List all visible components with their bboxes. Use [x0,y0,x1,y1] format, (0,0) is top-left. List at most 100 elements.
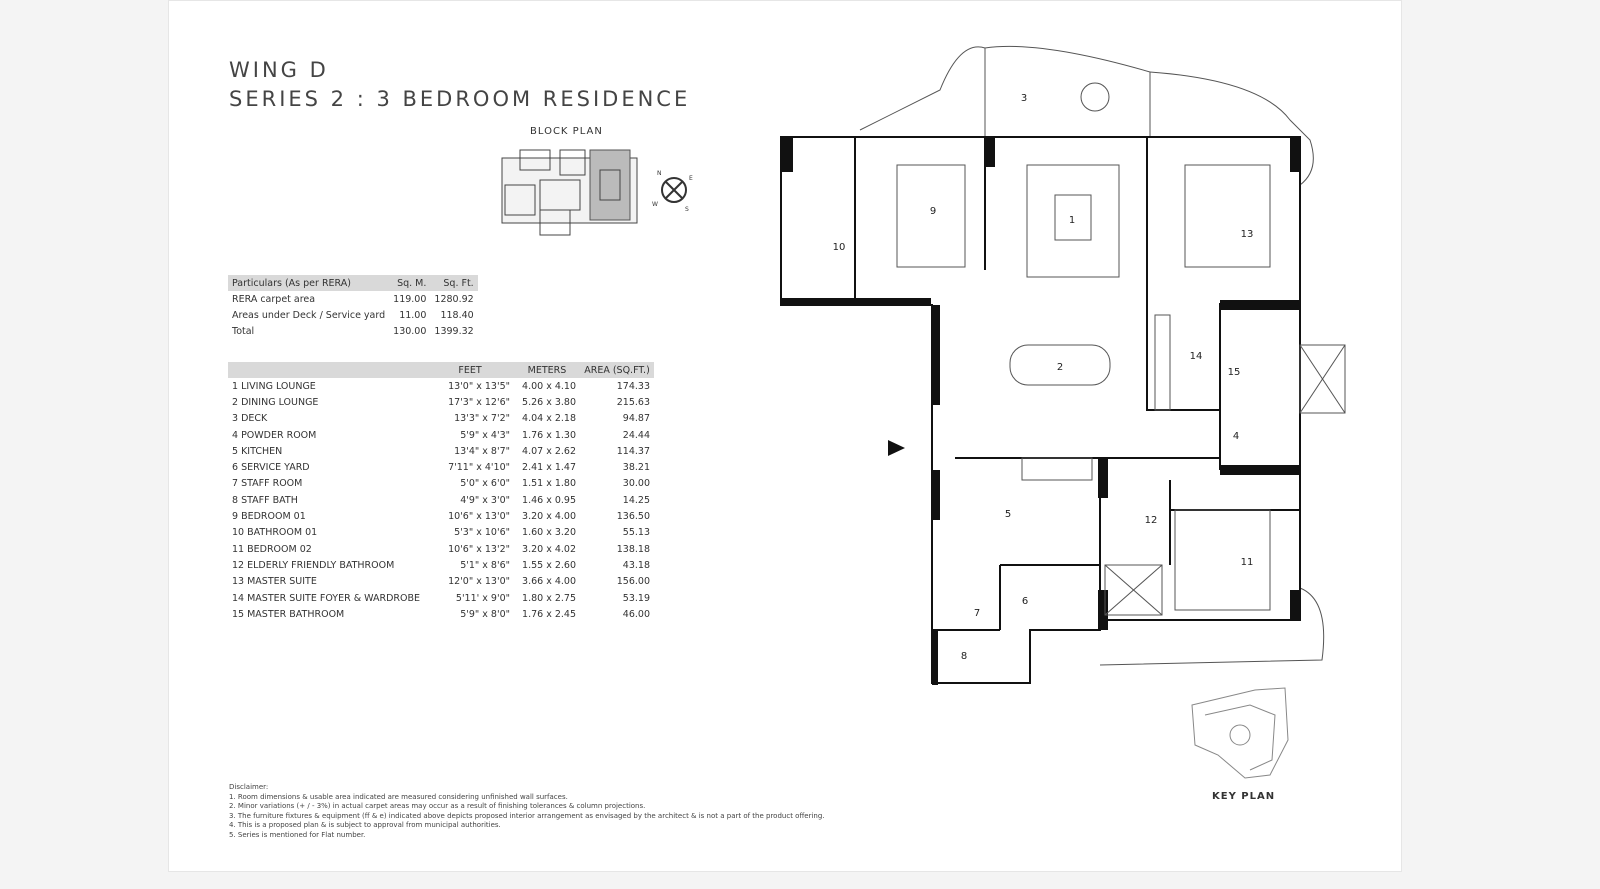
table-row: 1 LIVING LOUNGE 13'0" x 13'5" 4.00 x 4.10 1… [228,378,654,394]
table-cell: 5'9" x 8'0" [460,608,510,620]
table-cell: 5'9" x 4'3" [460,429,510,441]
disclaimer: Disclaimer: 1. Room dimensions & usable … [229,783,825,840]
table-row: Total 130.00 1399.32 [228,323,478,339]
table-cell: 174.33 [616,380,650,392]
header-cell: Particulars (As per RERA) [228,275,390,291]
table-cell: 4.04 x 2.18 [522,413,576,425]
table-cell: 30.00 [622,478,650,490]
table-cell: Total [232,325,255,337]
table-cell: 38.21 [622,462,650,474]
table-cell: 17'3" x 12'6" [448,396,510,408]
table-cell: 13'4" x 8'7" [454,445,510,457]
header-cell: Sq. Ft. [430,275,478,291]
table-cell: 13'0" x 13'5" [448,380,510,392]
compass-w: W [652,201,658,208]
table-row: 8 STAFF BATH 4'9" x 3'0" 1.46 x 0.95 14.25 [228,492,654,508]
table-cell: 138.18 [616,543,650,555]
disclaimer-title: Disclaimer: [229,783,269,791]
table-cell: 130.00 [393,325,427,337]
room-table: FEET METERS AREA (SQ.FT.) 1 LIVING LOUNG… [228,362,654,622]
key-plan [1191,687,1289,779]
disclaimer-item: 3. The furniture fixtures & equipment (f… [229,811,825,820]
table-cell: 4'9" x 3'0" [460,494,510,506]
table-cell: RERA carpet area [232,293,316,305]
room-number-label: 14 [1190,351,1203,362]
series-title: SERIES 2 : 3 BEDROOM RESIDENCE [229,87,691,111]
table-cell: 7'11" x 4'10" [448,462,510,474]
room-number-label: 15 [1228,367,1241,378]
table-cell: 14 MASTER SUITE FOYER & WARDROBE [232,592,421,604]
table-cell: 2 DINING LOUNGE [232,396,319,408]
table-row: 13 MASTER SUITE 12'0" x 13'0" 3.66 x 4.00 1… [228,574,654,590]
area-table: Particulars (As per RERA) Sq. M. Sq. Ft.… [228,275,478,339]
entry-arrow-icon [888,440,905,456]
table-cell: 15 MASTER BATHROOM [232,608,345,620]
key-plan-label: KEY PLAN [1212,791,1276,802]
table-cell: 1399.32 [434,325,474,337]
table-cell: 9 BEDROOM 01 [232,511,306,523]
compass-s: S [685,206,689,213]
disclaimer-item: 5. Series is mentioned for Flat number. [229,830,366,839]
table-cell: 156.00 [616,576,650,588]
table-cell: 10'6" x 13'2" [448,543,510,555]
table-cell: 118.40 [440,309,474,321]
table-cell: 4.07 x 2.62 [522,445,576,457]
table-cell: 1280.92 [434,293,474,305]
compass-icon [661,177,687,203]
block-plan-label: BLOCK PLAN [530,126,603,137]
table-cell: 3.20 x 4.02 [522,543,576,555]
compass-n: N [657,170,662,177]
table-cell: 13 MASTER SUITE [232,576,317,588]
header-cell: Sq. M. [389,275,431,291]
table-cell: 55.13 [622,527,650,539]
room-number-label: 2 [1057,362,1063,373]
header-cell: AREA (SQ.FT.) [580,362,654,378]
table-cell: 1.51 x 1.80 [522,478,576,490]
table-cell: 8 STAFF BATH [232,494,298,506]
table-cell: 1.80 x 2.75 [522,592,576,604]
table-cell: 3.66 x 4.00 [522,576,576,588]
room-number-label: 7 [974,608,980,619]
block-plan [501,149,638,236]
table-cell: 5'0" x 6'0" [460,478,510,490]
disclaimer-item: 4. This is a proposed plan & is subject … [229,821,501,829]
table-cell: 14.25 [622,494,650,506]
table-cell: 12'0" x 13'0" [448,576,510,588]
table-cell: 136.50 [616,511,650,523]
table-cell: 1 LIVING LOUNGE [232,380,316,392]
room-number-label: 4 [1233,431,1239,442]
room-number-label: 1 [1069,215,1075,226]
table-cell: 4.00 x 4.10 [522,380,576,392]
room-number-label: 11 [1241,557,1254,568]
table-cell: 94.87 [622,413,650,425]
table-cell: 1.76 x 1.30 [522,429,576,441]
table-cell: 5 KITCHEN [232,445,283,457]
room-number-label: 8 [961,651,967,662]
table-cell: Areas under Deck / Service yard [232,309,386,321]
table-cell: 10'6" x 13'0" [448,511,510,523]
table-cell: 10 BATHROOM 01 [232,527,318,539]
table-cell: 13'3" x 7'2" [454,413,510,425]
table-cell: 11 BEDROOM 02 [232,543,312,555]
table-cell: 1.46 x 0.95 [522,494,576,506]
compass-e: E [689,175,693,182]
room-number-label: 9 [930,206,936,217]
table-cell: 46.00 [622,608,650,620]
table-cell: 4 POWDER ROOM [232,429,317,441]
header-cell: FEET [426,362,514,378]
room-number-label: 10 [833,242,846,253]
table-cell: 1.60 x 3.20 [522,527,576,539]
room-number-label: 3 [1021,93,1027,104]
table-cell: 2.41 x 1.47 [522,462,576,474]
